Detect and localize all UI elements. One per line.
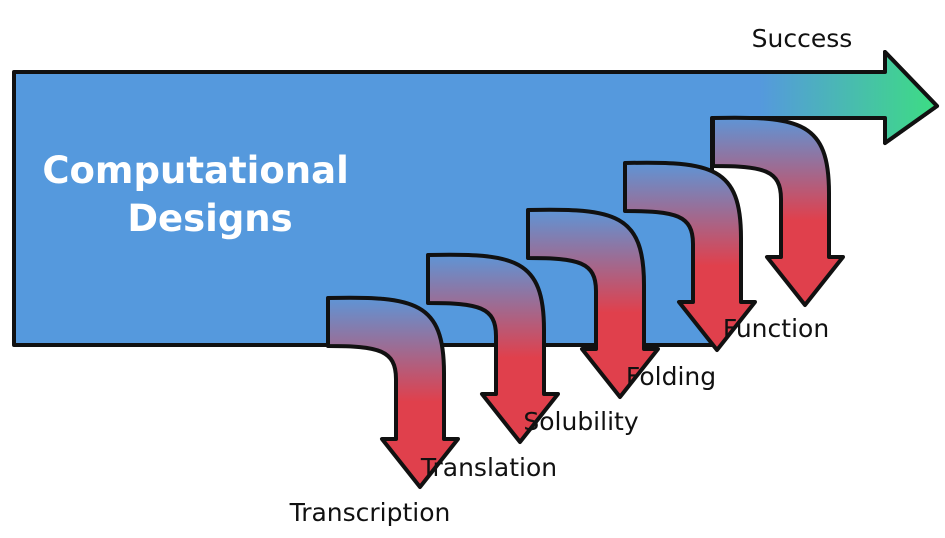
stage-label-transcription: Transcription [289, 498, 451, 527]
drop-arrow-solubility [526, 207, 660, 399]
drop-arrow-translation [426, 252, 560, 444]
stage-label-function: Function [723, 314, 829, 343]
stage-label-folding: Folding [626, 362, 716, 391]
main-label: Computational Designs [42, 149, 361, 240]
drop-arrow-function [711, 115, 845, 307]
stage-label-translation: Translation [420, 453, 557, 482]
drop-off-arrows [326, 115, 845, 489]
success-arrow [760, 52, 937, 143]
main-label-line-1: Computational [42, 149, 348, 192]
drop-arrow-transcription [326, 295, 460, 489]
drop-arrow-folding [623, 160, 757, 352]
success-arrow-outline [760, 50, 939, 145]
success-label: Success [752, 24, 853, 53]
stage-label-solubility: Solubility [523, 407, 638, 436]
main-label-line-2: Designs [127, 197, 292, 240]
